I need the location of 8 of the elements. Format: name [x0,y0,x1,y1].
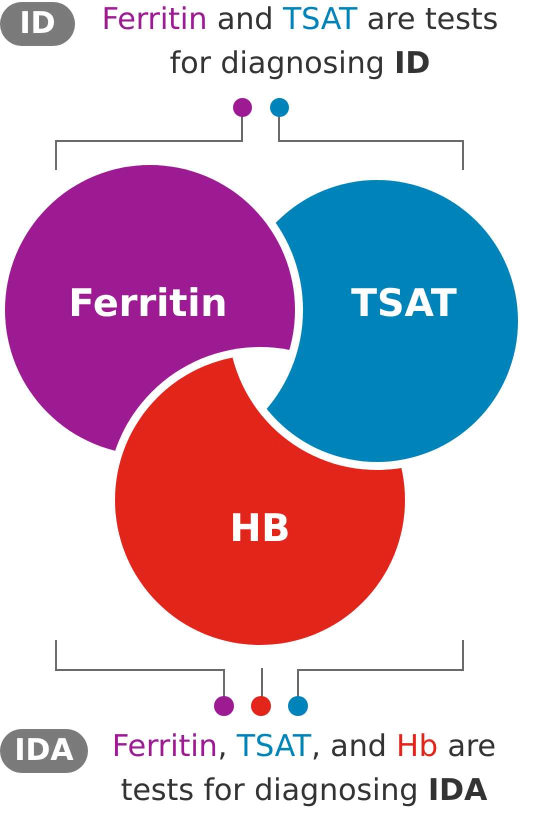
segment-label: Ferritin [68,281,228,325]
statement-text: Ferritin and TSAT are tests for diagnosing ID [100,1,500,83]
segment-label: HB [230,506,290,550]
circle-segment [115,355,405,645]
tag-pill: IDA [0,729,88,773]
statement-text: Ferritin, TSAT, and Hb are tests for diagnosing IDA [111,728,497,810]
segment-label: TSAT [351,281,457,325]
tag-pill: ID [0,2,75,46]
